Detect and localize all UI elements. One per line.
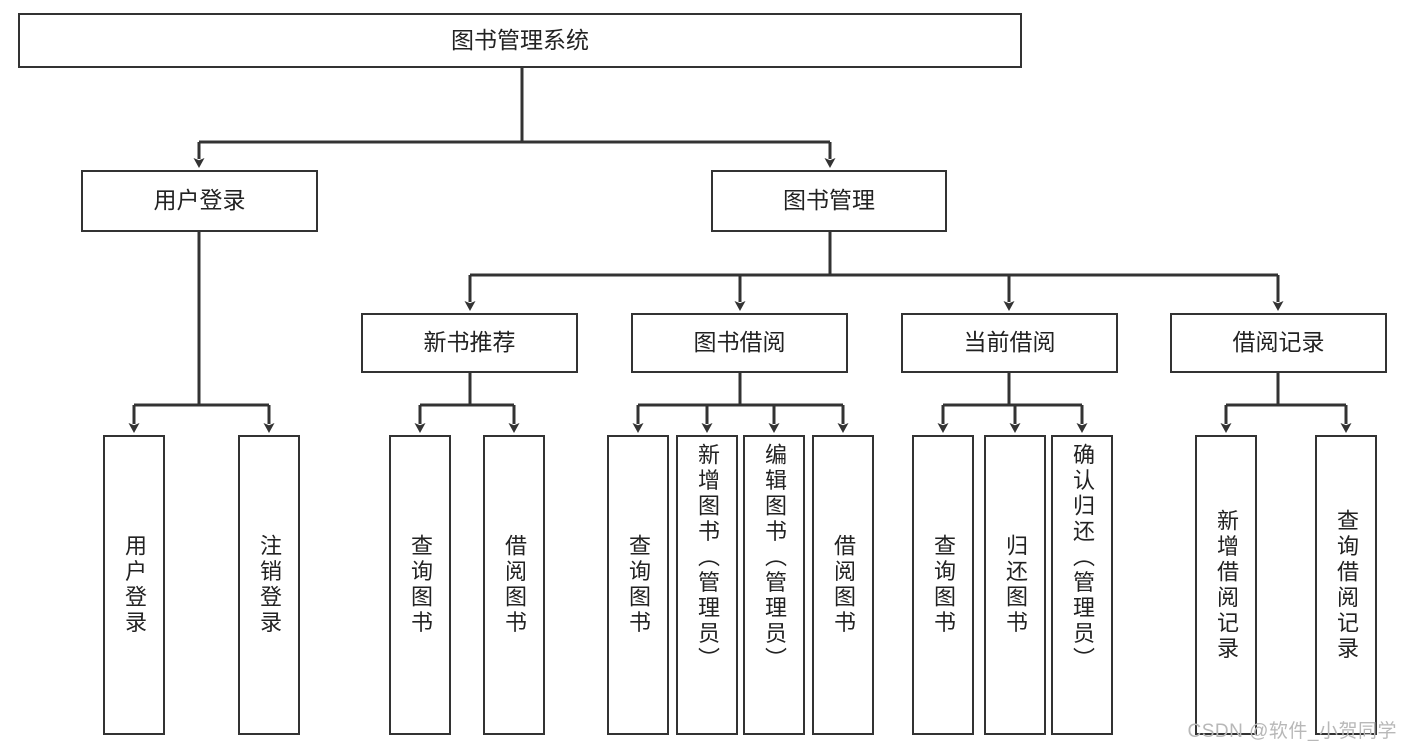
node-current-borrow[interactable]: 当前借阅 — [901, 313, 1118, 373]
leaf-add-book-label: 新增图书（管理员） — [695, 443, 720, 673]
leaf-borrow-book-2-label: 借阅图书 — [831, 534, 856, 636]
leaf-borrow-book-1-label: 借阅图书 — [502, 534, 527, 636]
leaf-add-book[interactable]: 新增图书（管理员） — [676, 435, 738, 735]
node-book-borrow-label: 图书借阅 — [693, 329, 786, 356]
leaf-logout[interactable]: 注销登录 — [238, 435, 300, 735]
leaf-logout-label: 注销登录 — [257, 534, 282, 636]
node-book-borrow[interactable]: 图书借阅 — [631, 313, 848, 373]
watermark-text: CSDN @软件_小贺同学 — [1187, 721, 1397, 742]
leaf-add-record-label: 新增借阅记录 — [1214, 508, 1239, 662]
leaf-edit-book-label: 编辑图书（管理员） — [762, 443, 787, 673]
leaf-borrow-book-2[interactable]: 借阅图书 — [812, 435, 874, 735]
leaf-return-book[interactable]: 归还图书 — [984, 435, 1046, 735]
leaf-query-book-3-label: 查询图书 — [931, 534, 956, 636]
node-borrow-record-label: 借阅记录 — [1232, 329, 1325, 356]
node-user-login-label: 用户登录 — [153, 187, 246, 214]
leaf-borrow-book-1[interactable]: 借阅图书 — [483, 435, 545, 735]
leaf-confirm-return-label: 确认归还（管理员） — [1070, 443, 1095, 673]
leaf-query-book-2-label: 查询图书 — [626, 534, 651, 636]
leaf-query-record-label: 查询借阅记录 — [1334, 508, 1359, 662]
leaf-query-book-3[interactable]: 查询图书 — [912, 435, 974, 735]
node-borrow-record[interactable]: 借阅记录 — [1170, 313, 1387, 373]
leaf-query-book-1[interactable]: 查询图书 — [389, 435, 451, 735]
node-book-manage[interactable]: 图书管理 — [711, 170, 947, 232]
node-new-book-recommend[interactable]: 新书推荐 — [361, 313, 578, 373]
leaf-user-login[interactable]: 用户登录 — [103, 435, 165, 735]
leaf-query-book-2[interactable]: 查询图书 — [607, 435, 669, 735]
node-user-login[interactable]: 用户登录 — [81, 170, 318, 232]
node-book-manage-label: 图书管理 — [783, 187, 875, 214]
leaf-confirm-return[interactable]: 确认归还（管理员） — [1051, 435, 1113, 735]
node-root-label: 图书管理系统 — [451, 26, 589, 53]
leaf-add-record[interactable]: 新增借阅记录 — [1195, 435, 1257, 735]
node-new-book-recommend-label: 新书推荐 — [423, 329, 516, 356]
leaf-query-book-1-label: 查询图书 — [408, 534, 433, 636]
node-current-borrow-label: 当前借阅 — [963, 329, 1056, 356]
leaf-query-record[interactable]: 查询借阅记录 — [1315, 435, 1377, 735]
node-root[interactable]: 图书管理系统 — [18, 13, 1022, 68]
leaf-edit-book[interactable]: 编辑图书（管理员） — [743, 435, 805, 735]
leaf-return-book-label: 归还图书 — [1003, 534, 1028, 636]
leaf-user-login-label: 用户登录 — [122, 534, 147, 636]
